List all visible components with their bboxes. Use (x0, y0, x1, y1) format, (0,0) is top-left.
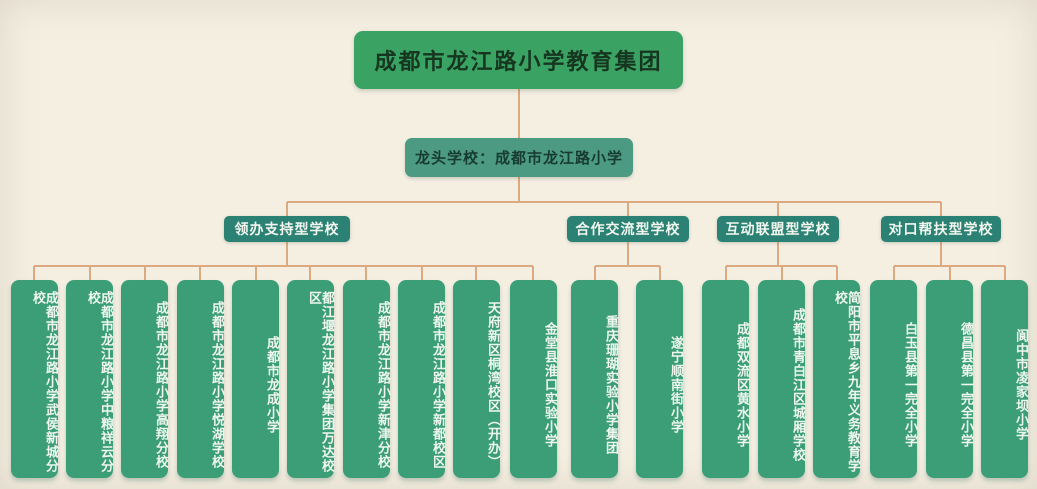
school-box: 成都市龙江路小学中粮祥云分校 (66, 280, 114, 478)
school-box: 成都市龙江路小学新津分校 (343, 280, 391, 478)
school-box: 成都市龙江路小学武侯新城分校 (11, 280, 59, 478)
school-box: 成都市龙江路小学新都校区 (398, 280, 446, 478)
category-paired-assistance: 对口帮扶型学校 (881, 216, 1001, 242)
school-box: 德昌县第一完全小学 (926, 280, 974, 478)
category-cooperation-exchange: 合作交流型学校 (567, 216, 689, 242)
group-title-box: 成都市龙江路小学教育集团 (354, 31, 683, 89)
category-interactive-alliance: 互动联盟型学校 (717, 216, 839, 242)
school-box: 遂宁顺南街小学 (636, 280, 684, 478)
school-box: 成都市龙成小学 (232, 280, 280, 478)
school-box: 成都市龙江路小学高翔分校 (121, 280, 169, 478)
school-box: 白玉县第一完全小学 (870, 280, 918, 478)
school-box: 都江堰龙江路小学集团万达校区 (287, 280, 335, 478)
school-box: 阆中市凌家坝小学 (981, 280, 1029, 478)
school-box: 成都双流区黄水小学 (702, 280, 750, 478)
school-box: 成都市青白江区城厢学校 (758, 280, 806, 478)
school-box: 重庆珊瑚实验小学集团 (571, 280, 619, 478)
school-box: 成都市龙江路小学悦湖学校 (177, 280, 225, 478)
lead-school-box: 龙头学校：成都市龙江路小学 (405, 138, 633, 177)
school-box: 简阳市平息乡九年义务教育学校 (813, 280, 861, 478)
school-box: 金堂县淮口实验小学 (510, 280, 558, 478)
category-lead-support: 领办支持型学校 (224, 216, 350, 242)
school-box: 天府新区桐湾校区（开办） (453, 280, 501, 478)
